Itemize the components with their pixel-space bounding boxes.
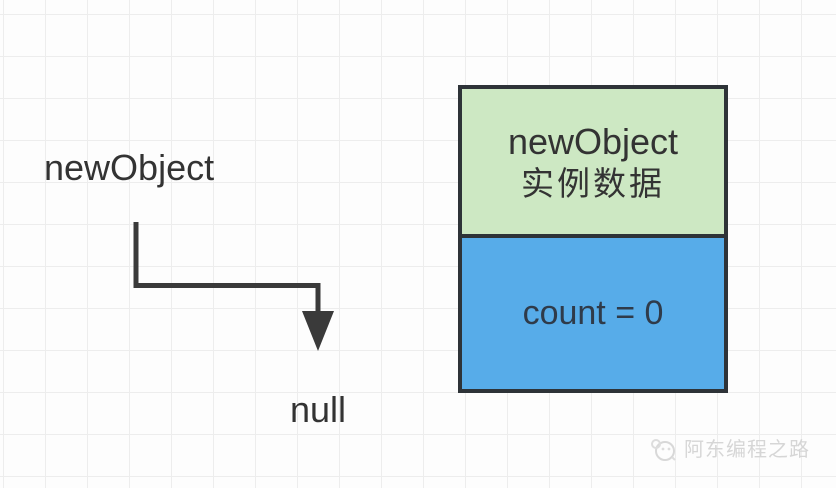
object-count-cell: count = 0 [462,238,724,389]
watermark-text: 阿东编程之路 [684,439,810,461]
watermark: 阿东编程之路 [648,436,810,464]
object-memory-box: newObject 实例数据 count = 0 [458,85,728,393]
count-value-label: count = 0 [522,294,664,332]
object-header-subtitle: 实例数据 [521,164,665,202]
mascot-panda-icon [651,439,676,461]
object-header-cell: newObject 实例数据 [462,89,724,238]
pointer-arrowhead-icon [302,311,334,351]
reference-label: newObject [44,147,215,188]
object-header-title: newObject [507,120,679,162]
pointer-arrow-line [133,222,321,313]
null-label: null [290,389,347,430]
